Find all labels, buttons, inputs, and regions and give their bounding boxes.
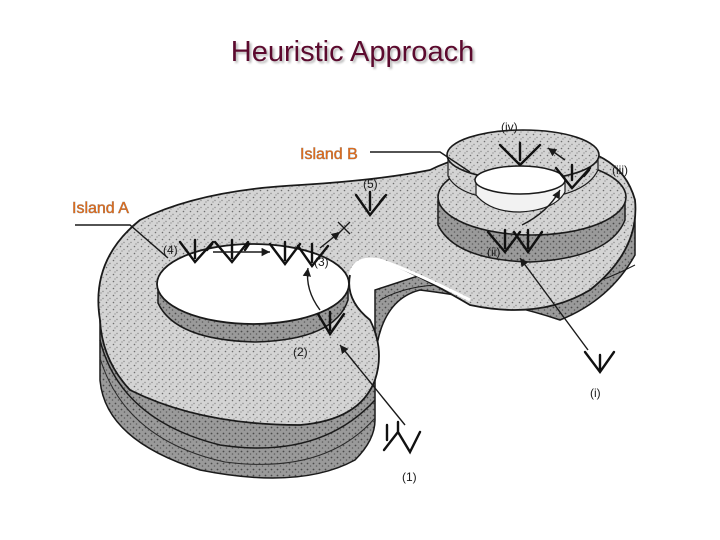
roman-label-iv: (iv) <box>501 120 518 134</box>
tree-glyph <box>316 310 346 337</box>
tree-glyph <box>268 240 302 266</box>
slide-title: Heuristic Approach <box>230 36 475 68</box>
island-b-shape <box>437 129 627 263</box>
tree-glyphs <box>178 141 616 455</box>
tree-glyph <box>178 238 215 264</box>
tree-glyph <box>554 163 592 190</box>
tree-glyph <box>498 141 542 167</box>
step-label-3: (3) <box>314 255 329 269</box>
arrow-iii-to-iv <box>547 147 566 161</box>
tree-glyph <box>382 420 422 455</box>
island-a-shape <box>156 243 350 343</box>
roman-label-i: (i) <box>590 386 601 400</box>
tree-glyph <box>486 228 522 254</box>
tree-glyph <box>583 350 616 375</box>
label-b-leader <box>370 151 471 173</box>
island-b-label: Island B <box>300 146 358 163</box>
step-label-5: (5) <box>363 177 378 191</box>
arrow-1-to-2 <box>339 344 406 426</box>
tree-glyph <box>354 190 388 218</box>
tree-glyph <box>296 242 330 269</box>
island-a-label: Island A <box>72 200 129 217</box>
roman-label-iii: (iii) <box>612 163 628 177</box>
tree-glyph <box>213 238 251 264</box>
arrow-i-to-ii <box>519 257 589 351</box>
tree-glyph <box>512 228 544 255</box>
label-a-leader <box>75 224 169 259</box>
step-label-1: (1) <box>402 470 417 484</box>
step-5-cross <box>337 221 351 235</box>
roman-label-ii: (ii) <box>487 245 500 259</box>
step-label-2: (2) <box>293 345 308 359</box>
arrow-ii-to-iii <box>521 189 561 226</box>
arrow-2-to-3 <box>302 267 321 311</box>
arrow-3-to-5 <box>319 231 341 249</box>
connector-lines <box>75 147 589 426</box>
step-label-4: (4) <box>163 243 178 257</box>
